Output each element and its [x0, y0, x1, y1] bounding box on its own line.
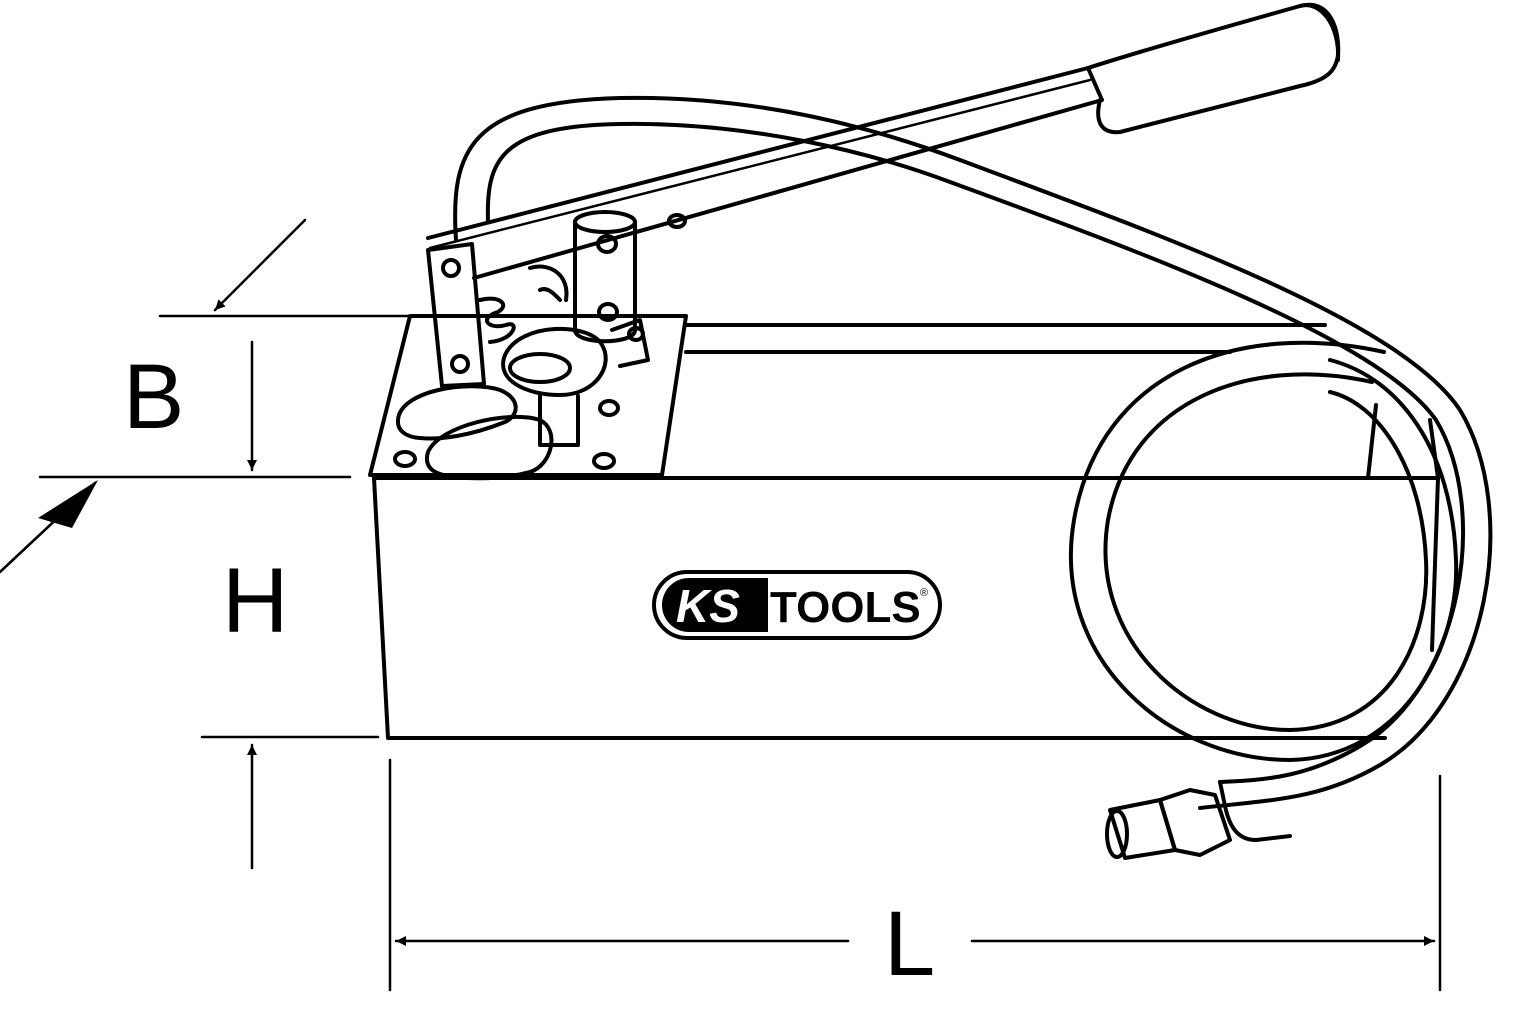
- plate-hole: [393, 450, 417, 468]
- tank-front: [372, 476, 1387, 740]
- valve-knob-bottom: [424, 414, 554, 481]
- plate-hole: [598, 399, 620, 417]
- hose-nut: [1158, 788, 1232, 857]
- plate-hole: [592, 452, 616, 470]
- cylinder-hole: [596, 234, 618, 254]
- dimension-h: H: [200, 550, 380, 870]
- link-hole: [450, 354, 470, 374]
- link-plate: [426, 242, 486, 388]
- valve-knob-left: [395, 384, 518, 441]
- dimension-arrow: [213, 218, 307, 312]
- hose-outer: [453, 95, 1493, 810]
- arrow-head: [38, 480, 98, 528]
- pump-body: [368, 213, 1440, 740]
- logo-dark-part: [662, 578, 768, 632]
- valve-knob-top: [501, 326, 608, 397]
- cylinder-collar: [610, 318, 650, 368]
- hose-coil-inner: [1103, 372, 1429, 732]
- valve-knob-inner: [508, 352, 572, 384]
- hose-fitting-collar: [1218, 780, 1292, 842]
- logo-tools-text: TOOLS: [770, 583, 921, 632]
- hose-nipple-end: [1105, 809, 1129, 859]
- logo-frame: [652, 570, 942, 640]
- dimension-l-label: L: [884, 893, 935, 995]
- link-hole: [441, 258, 461, 278]
- gear-housing: [528, 264, 569, 302]
- grip-cap: [1298, 3, 1341, 62]
- hose-nipple: [1108, 798, 1177, 860]
- hose-coil-outer: [1068, 340, 1459, 762]
- tank-right-wall-2: [1428, 418, 1440, 480]
- ks-tools-logo: KS TOOLS ®: [652, 570, 942, 640]
- lever-assembly: [426, 2, 1341, 388]
- dimension-l: L: [388, 758, 1442, 995]
- cylinder-top: [573, 210, 637, 234]
- hose: [453, 95, 1493, 860]
- valves: [395, 326, 608, 481]
- dimension-b-label: B: [123, 346, 184, 448]
- dimension-h-label: H: [222, 550, 288, 652]
- mounting-plate: [368, 314, 688, 477]
- dimension-b: B: [0, 218, 410, 574]
- logo-registered-mark: ®: [920, 587, 928, 599]
- logo-ks-text: KS: [676, 580, 740, 632]
- lever-grip: [1086, 2, 1341, 135]
- lever-arm-line: [428, 78, 1092, 250]
- spring: [478, 296, 516, 344]
- hose-inner: [485, 121, 1465, 784]
- lever-arm: [426, 66, 1104, 280]
- valve-stem: [538, 394, 580, 447]
- cylinder-hole: [597, 302, 619, 322]
